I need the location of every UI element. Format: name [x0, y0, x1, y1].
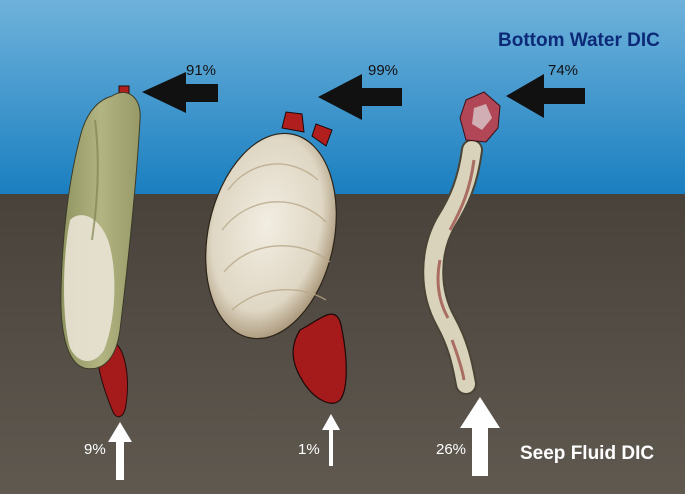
clam-seep-fluid-percent: 1%	[298, 441, 320, 458]
clam-growth-lines	[221, 163, 331, 311]
seep-arrow-tubeworm	[460, 397, 500, 476]
clam-shell	[205, 132, 337, 340]
clam-siphon-1	[281, 111, 305, 133]
mussel-shell-streak	[91, 119, 99, 241]
bottom-water-arrow-tubeworm	[506, 74, 585, 118]
tubeworm-plume-core	[472, 104, 492, 130]
clam	[205, 111, 347, 404]
mussel	[60, 85, 141, 418]
seep-arrow-clam	[322, 414, 340, 466]
clam-siphon-2	[311, 123, 333, 147]
bottom-water-arrow-mussel	[142, 72, 218, 113]
tubeworm-bottom-water-percent: 74%	[548, 62, 579, 79]
mussel-seep-fluid-percent: 9%	[84, 441, 106, 458]
bottom-water-arrow-clam	[318, 74, 402, 120]
mussel-shell-pale	[64, 215, 115, 362]
seep-fluid-dic-label: Seep Fluid DIC	[520, 443, 655, 464]
tubeworm-tube-fill	[424, 141, 481, 393]
clam-bottom-water-percent: 99%	[368, 62, 399, 79]
tubeworm-tube-streaks	[436, 159, 476, 381]
clam-foot	[292, 313, 347, 404]
seep-arrow-mussel	[108, 422, 132, 480]
bottom-water-dic-label: Bottom Water DIC	[498, 30, 660, 51]
mussel-bottom-water-percent: 91%	[186, 62, 217, 79]
tubeworm	[422, 91, 501, 395]
tubeworm-seep-fluid-percent: 26%	[436, 441, 467, 458]
